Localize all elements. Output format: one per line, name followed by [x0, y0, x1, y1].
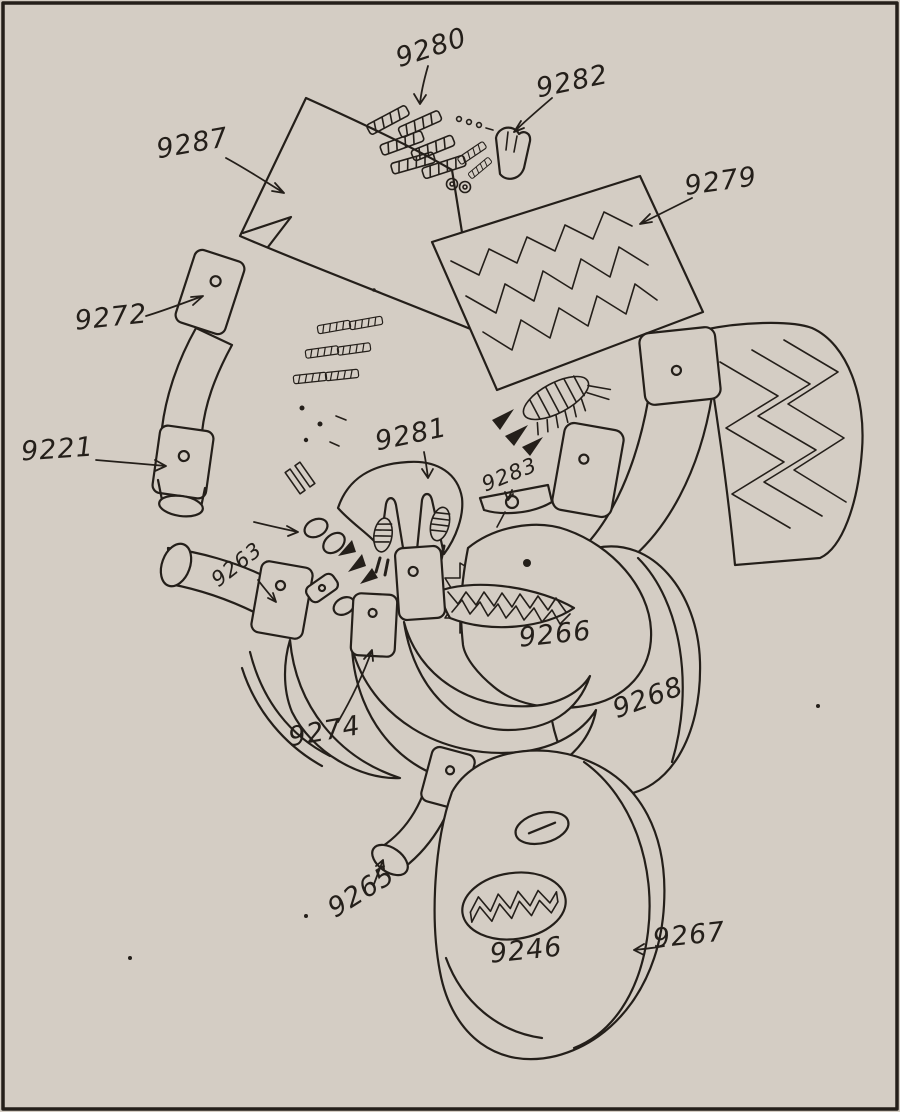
arrow-9283: [504, 489, 514, 501]
leader-arrows: [95, 65, 693, 956]
label-9279: 9279: [683, 161, 759, 202]
part-sleeve-9274: [349, 592, 399, 658]
label-9221: 9221: [20, 432, 95, 468]
label-9287: 9287: [154, 122, 231, 165]
part-sleeve-center: [393, 544, 447, 622]
label-9272: 9272: [73, 298, 149, 336]
part-head-9266: [440, 523, 653, 709]
part-loose-strips: [284, 315, 384, 495]
arrow-9221: [95, 459, 167, 472]
label-9280: 9280: [392, 22, 471, 74]
arrow-9279: [639, 197, 693, 225]
arrow-9265: [373, 859, 385, 885]
part-9282: [467, 126, 532, 180]
part-panel-9287: [238, 96, 480, 334]
arrow-9272: [145, 295, 204, 317]
part-left-arm: [151, 248, 246, 518]
arrow-9274: [337, 649, 374, 723]
part-small-fasteners: [445, 115, 494, 194]
part-caterpillar: [492, 375, 612, 456]
part-body-9246: [433, 749, 666, 1061]
arrow-9263: [257, 579, 277, 603]
stray-dots: [128, 288, 820, 960]
arrow-unlabeled: [253, 521, 299, 537]
part-wedge-9283: [478, 483, 554, 528]
label-9266: 9266: [517, 615, 593, 653]
arrow-9280: [413, 65, 429, 105]
label-9267: 9267: [651, 916, 727, 954]
arrow-9287: [225, 157, 285, 194]
part-seam-9267: [572, 760, 651, 1050]
part-left-lower-arm: [159, 517, 356, 640]
part-panel-right-zigzag: [701, 321, 864, 567]
arrow-9267: [633, 943, 665, 956]
label-9281: 9281: [372, 412, 450, 457]
part-panel-9279: [430, 174, 705, 392]
label-9246: 9246: [488, 931, 564, 969]
part-fan-9281: [336, 460, 464, 584]
arrow-9282: [513, 97, 553, 133]
label-9265: 9265: [322, 859, 400, 924]
part-right-arm: [551, 326, 722, 568]
label-9282: 9282: [533, 59, 611, 104]
arrow-9281: [421, 451, 434, 479]
